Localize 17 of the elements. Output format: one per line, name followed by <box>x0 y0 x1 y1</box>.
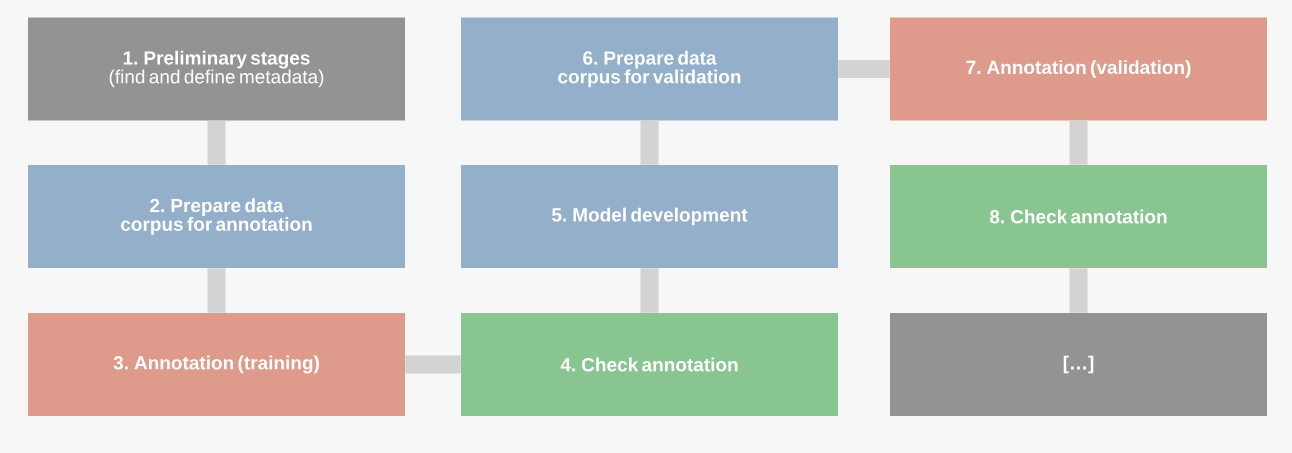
connector-bar <box>405 355 461 374</box>
process-box: 2. Prepare data corpus for annotation <box>28 165 405 268</box>
process-box: 5. Model development <box>461 165 838 268</box>
connector-bar <box>1069 120 1088 165</box>
connector-bar <box>207 120 226 165</box>
process-box: […] <box>890 313 1267 416</box>
connector-bar <box>1069 268 1088 313</box>
connector-bar <box>640 120 659 165</box>
process-box: 4. Check annotation <box>461 313 838 416</box>
connector-bar <box>207 268 226 313</box>
process-box: 3. Annotation (training) <box>28 313 405 416</box>
connector-bar <box>640 268 659 313</box>
connector-bar <box>838 60 890 78</box>
process-box: 6. Prepare data corpus for validation <box>461 17 838 121</box>
process-box: 7. Annotation (validation) <box>890 17 1267 121</box>
process-box: 1. Preliminary stages (find and define metadata) <box>28 17 405 121</box>
process-box: 8. Check annotation <box>890 165 1267 268</box>
